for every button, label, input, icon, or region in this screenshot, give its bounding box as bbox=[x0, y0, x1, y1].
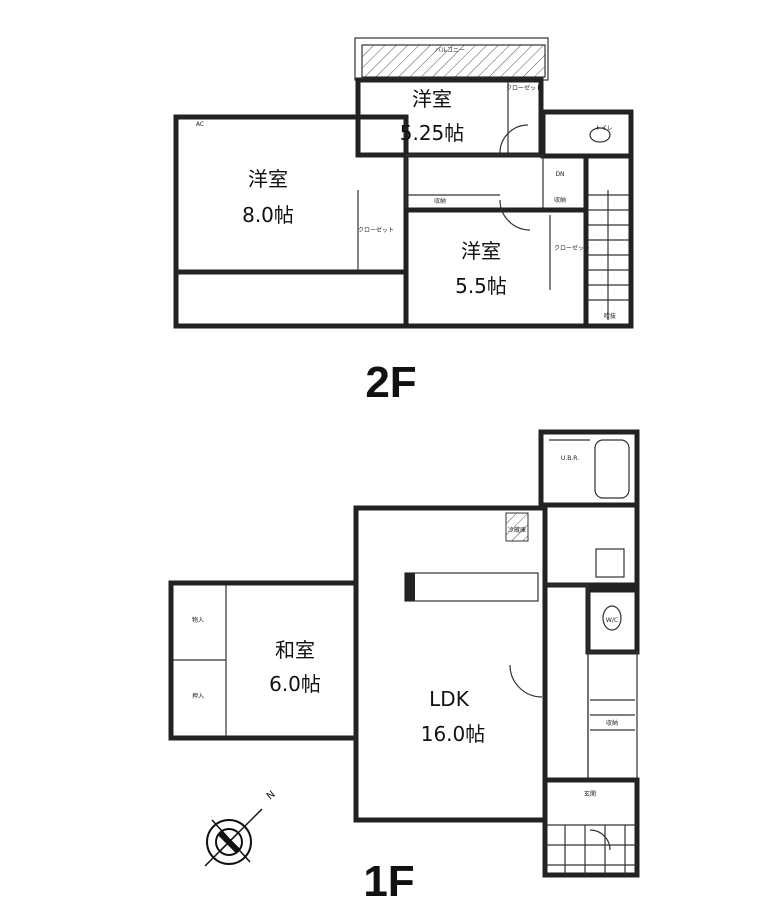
fridge-label: 冷蔵庫 bbox=[508, 526, 526, 534]
ldk-walls bbox=[353, 505, 548, 823]
floor-label-2f: 2F bbox=[365, 358, 416, 407]
void-label: 吹抜 bbox=[604, 312, 616, 320]
stairs-1f-treads bbox=[590, 699, 635, 731]
closet-label-8: クローゼット bbox=[358, 226, 394, 234]
stairs-1f-area bbox=[587, 651, 638, 781]
counter-end bbox=[405, 573, 415, 601]
toilet-2f-label: トイレ bbox=[595, 125, 613, 132]
ubr-label: U.B.R. bbox=[561, 455, 579, 462]
closet-label-55: クローゼット bbox=[554, 244, 590, 252]
room-size-5-5: 5.5帖 bbox=[455, 274, 507, 298]
room-8-0-walls bbox=[173, 114, 409, 275]
room-5-5-walls bbox=[403, 207, 589, 329]
washroom-walls bbox=[542, 502, 640, 588]
genkan-label: 玄関 bbox=[584, 790, 596, 798]
dn-label: DN bbox=[555, 171, 564, 178]
room-size-washitsu: 6.0帖 bbox=[269, 672, 321, 696]
storage-label-stair-1f: 収納 bbox=[606, 719, 618, 727]
entrance-tiles bbox=[545, 824, 637, 875]
room-size-5-25: 5.25帖 bbox=[400, 121, 465, 145]
compass-icon: N bbox=[204, 789, 278, 867]
oshiire-label: 押入 bbox=[192, 692, 204, 700]
storage-label-washitsu: 物入 bbox=[192, 616, 204, 624]
toilet-1f-icon bbox=[602, 605, 622, 631]
washbasin-icon bbox=[595, 548, 625, 578]
floor-label-1f: 1F bbox=[363, 857, 414, 906]
bathroom-walls bbox=[538, 429, 640, 508]
room-name-ldk: LDK bbox=[429, 687, 470, 711]
balcony-label: バルコニー bbox=[435, 47, 465, 54]
balcony bbox=[361, 44, 546, 78]
closet-label-525: クローゼット bbox=[506, 84, 542, 92]
floor-2f-plan: 洋室 8.0帖 洋室 5.25帖 洋室 5.5帖 AC クローゼット クローゼッ… bbox=[173, 37, 634, 407]
washitsu-walls bbox=[168, 580, 359, 741]
wc-label: W/C bbox=[606, 617, 618, 624]
fridge-space bbox=[505, 512, 529, 542]
kitchen-counter bbox=[404, 572, 539, 602]
bathtub-icon bbox=[594, 439, 630, 499]
stairs-2f-walls bbox=[583, 153, 634, 329]
stairs-2f-treads bbox=[588, 190, 629, 320]
door-swing-525 bbox=[499, 124, 529, 154]
hall-1f bbox=[544, 584, 589, 781]
room-name-washitsu: 和室 bbox=[275, 638, 315, 662]
floor-1f-plan: 和室 6.0帖 LDK 16.0帖 U.B.R. 物入 押入 W/C 収納 玄関… bbox=[168, 429, 640, 906]
ldk-door-swing bbox=[509, 664, 543, 698]
lower-left-area bbox=[173, 269, 409, 329]
entrance-walls bbox=[542, 777, 640, 878]
toilet-2f-icon bbox=[589, 127, 611, 143]
room-name-8-0: 洋室 bbox=[248, 167, 288, 191]
hallway-2f bbox=[405, 154, 544, 211]
ac-label: AC bbox=[196, 121, 204, 128]
room-size-ldk: 16.0帖 bbox=[421, 722, 486, 746]
room-name-5-5: 洋室 bbox=[461, 239, 501, 263]
room-name-5-25: 洋室 bbox=[412, 87, 452, 111]
room-size-8-0: 8.0帖 bbox=[242, 203, 294, 227]
toilet-2f-walls bbox=[540, 109, 634, 159]
door-swing-55 bbox=[499, 199, 531, 231]
storage-label-stair: 収納 bbox=[554, 196, 566, 204]
storage-label-hall: 収納 bbox=[434, 197, 446, 205]
entrance-door-swing bbox=[589, 829, 611, 851]
compass-north-label: N bbox=[265, 789, 278, 802]
